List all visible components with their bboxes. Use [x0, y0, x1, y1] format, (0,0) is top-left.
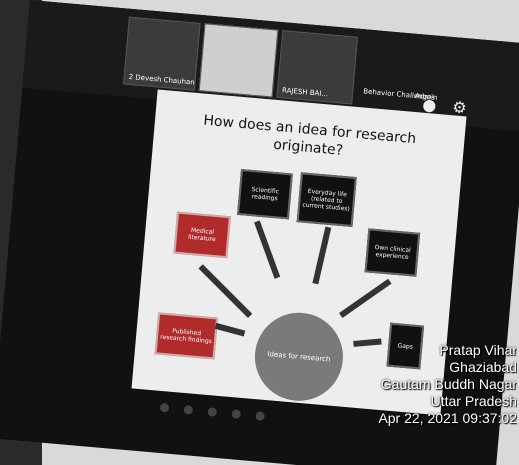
geotag-line: Pratap Vihar [439, 342, 517, 358]
arrow [214, 322, 246, 337]
user-icon[interactable]: ● [421, 94, 438, 115]
geotag-timestamp: Apr 22, 2021 09:37:02 [378, 410, 517, 426]
taskbar-app-icon[interactable] [255, 411, 266, 422]
taskbar-app-icon[interactable] [183, 404, 194, 415]
taskbar-app-icon[interactable] [159, 402, 170, 413]
participant-tile[interactable]: RAJESH BAI... [276, 30, 359, 105]
geotag-overlay: Pratap Vihar Ghaziabad Gautam Buddh Naga… [307, 342, 519, 427]
participant-name: RAJESH BAI... [281, 86, 329, 99]
geotag-line: Gautam Buddh Nagar [380, 376, 517, 392]
participant-tile[interactable]: 2 Devesh Chauhan [122, 16, 201, 91]
idea-source-box: Everyday life (related to current studie… [296, 172, 357, 227]
participant-tile[interactable] [198, 23, 279, 98]
arrow [338, 278, 392, 319]
idea-source-box: Published research findings [154, 312, 219, 360]
idea-source-box: Scientific readings [237, 169, 293, 220]
geotag-line: Uttar Pradesh [430, 393, 517, 409]
arrow [198, 264, 253, 319]
idea-source-box: Medical literature [173, 211, 231, 259]
participant-name: 2 Devesh Chauhan [128, 72, 196, 87]
slide-title: How does an idea for research originate? [202, 112, 417, 159]
taskbar-app-icon[interactable] [231, 409, 242, 419]
arrow [254, 220, 281, 279]
arrow [312, 226, 332, 285]
geotag-line: Ghaziabad [449, 359, 517, 375]
idea-source-box: Own clinical experience [364, 228, 421, 277]
taskbar-app-icon[interactable] [207, 407, 218, 417]
